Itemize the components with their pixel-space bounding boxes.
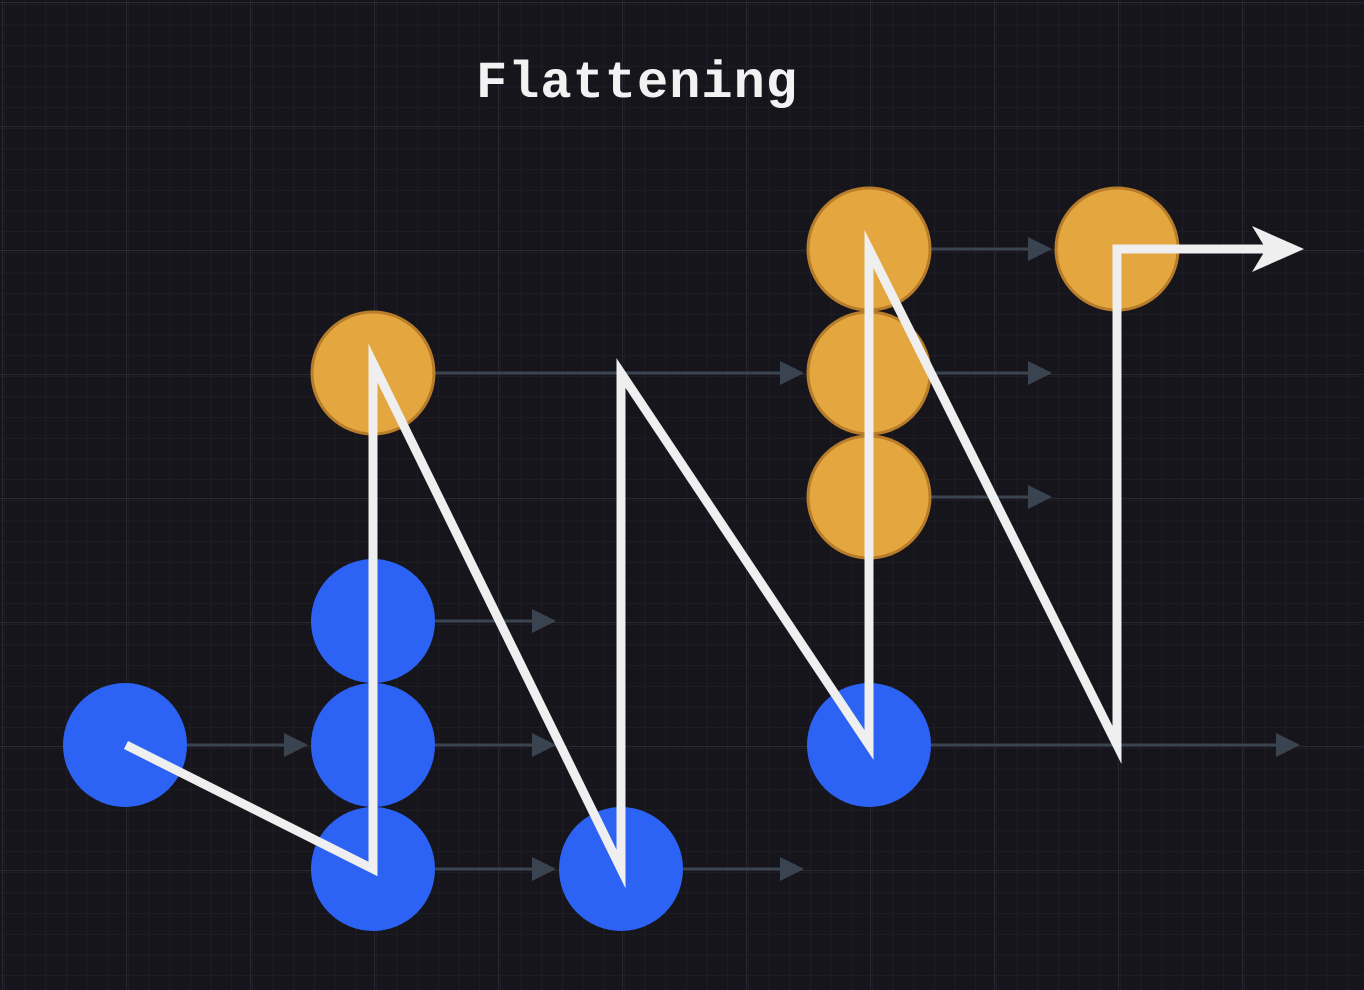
connector-arrowhead xyxy=(532,857,556,881)
blue-node xyxy=(63,683,187,807)
connector-arrowhead xyxy=(1028,237,1052,261)
flatten-path-arrowhead xyxy=(1252,226,1304,272)
connector-arrowhead xyxy=(1028,361,1052,385)
connector-arrowhead xyxy=(780,857,804,881)
connector-arrowhead xyxy=(780,361,804,385)
diagram-title: Flattening xyxy=(476,54,798,113)
connector-arrowhead xyxy=(1028,485,1052,509)
flatten-path xyxy=(123,229,1268,889)
connector-arrowhead xyxy=(284,733,308,757)
connector-arrowhead xyxy=(1276,733,1300,757)
connector-arrowhead xyxy=(532,609,556,633)
connector-arrowhead xyxy=(532,733,556,757)
flatten-path-group xyxy=(123,226,1304,889)
